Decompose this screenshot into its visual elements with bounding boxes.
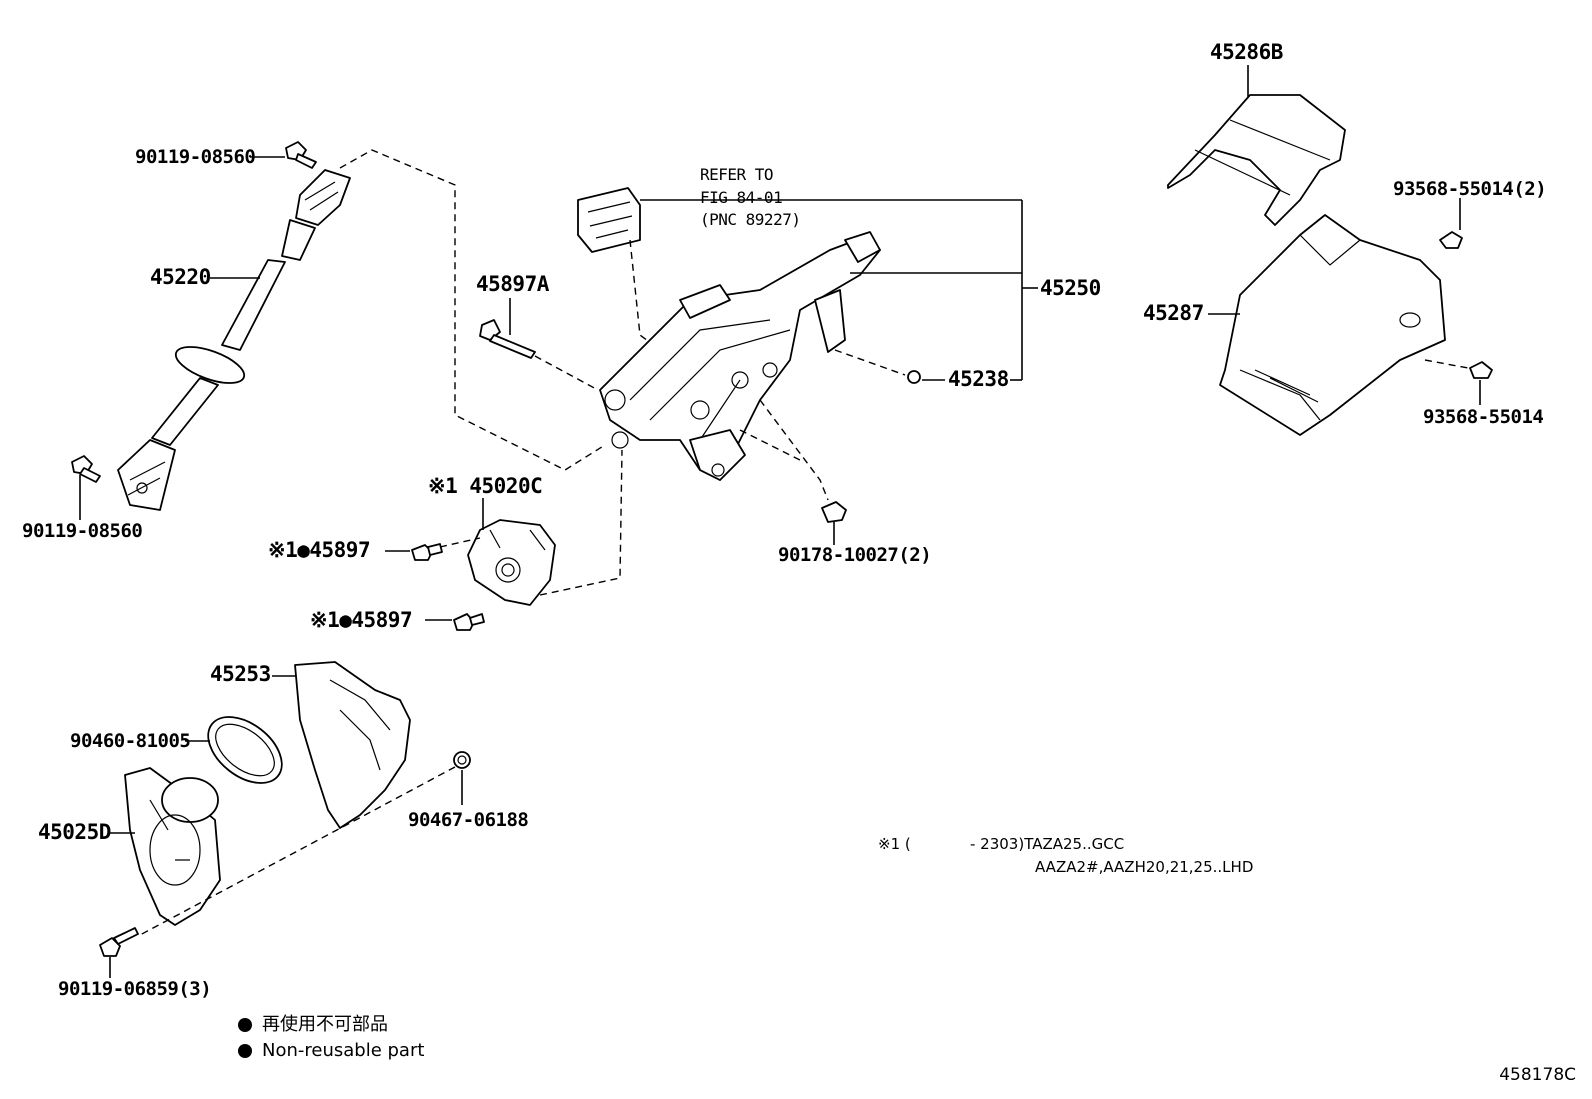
ring-90460-81005: [207, 716, 283, 784]
bolt-90119-08560-bottom: [71, 455, 101, 483]
label-90467: 90467-06188: [408, 809, 529, 831]
dashed-90178-b: [739, 429, 801, 461]
label-90119-08560-top: 90119-08560: [135, 146, 256, 168]
label-fig-84-01: FIG 84-01: [700, 188, 783, 207]
bolt-90119-06859: [99, 927, 139, 957]
label-90460: 90460-81005: [70, 730, 191, 752]
boot-45025d: [124, 767, 221, 926]
dashed-lock: [539, 449, 623, 596]
label-93568: 93568-55014: [1423, 406, 1544, 428]
dashed-shaft-to-column: [339, 149, 606, 471]
steering-lock-45020c: [467, 519, 556, 606]
label-90178: 90178-10027(2): [778, 544, 932, 566]
label-refer-to: REFER TO: [700, 165, 774, 184]
label-45253: 45253: [210, 662, 271, 686]
label-45897-upper: ※1●45897: [268, 538, 371, 562]
label-90119-08560-bottom: 90119-08560: [22, 520, 143, 542]
legend-en-text: Non-reusable part: [262, 1040, 425, 1061]
dashed-93568: [1424, 359, 1469, 369]
clip-90467-06188: [453, 751, 471, 769]
footnote-range: - 2303)TAZA25..GCC: [970, 835, 1125, 853]
filled-circle-icon: [238, 1018, 252, 1032]
bolt-45897-lower: [453, 613, 485, 631]
bolt-45897a: [479, 319, 536, 359]
legend-jp-text: 再使用不可部品: [262, 1014, 388, 1035]
cover-45253: [294, 661, 411, 829]
steering-column-45250: [599, 231, 881, 481]
label-45287: 45287: [1143, 301, 1204, 325]
label-90119-06859: 90119-06859(3): [58, 978, 212, 1000]
label-45020c: ※1 45020C: [428, 474, 543, 498]
dashed-45897a: [534, 355, 599, 391]
intermediate-shaft-45220: [117, 169, 351, 511]
legend-jp: 再使用不可部品: [238, 1016, 388, 1034]
nut-45238: [907, 370, 921, 384]
screw-93568-55014-2: [1439, 231, 1463, 249]
footnote-models: AAZA2#,AAZH20,21,25..LHD: [1035, 858, 1254, 876]
label-45238: 45238: [948, 367, 1009, 391]
dashed-45897-upper: [439, 537, 481, 548]
ecu-module: [577, 187, 641, 253]
dashed-45238: [834, 349, 906, 376]
upper-cover-45286b: [1167, 94, 1346, 226]
screw-93568-55014: [1469, 361, 1493, 379]
bolt-45897-upper: [411, 543, 443, 561]
label-45897-lower: ※1●45897: [310, 608, 413, 632]
figure-number: 458178C: [1499, 1065, 1576, 1085]
legend-en: Non-reusable part: [238, 1042, 424, 1060]
filled-circle-icon: [238, 1044, 252, 1058]
label-45220: 45220: [150, 265, 211, 289]
bolt-90119-08560-top: [285, 141, 317, 169]
label-45250: 45250: [1040, 276, 1101, 300]
label-pnc: (PNC 89227): [700, 210, 801, 229]
label-45897a: 45897A: [476, 272, 549, 296]
label-93568-2: 93568-55014(2): [1393, 178, 1547, 200]
footnote-mark: ※1 (: [878, 835, 911, 853]
dashed-90178-a: [759, 399, 829, 501]
lower-cover-45287: [1219, 214, 1446, 436]
label-45025d: 45025D: [38, 820, 111, 844]
label-45286b: 45286B: [1210, 40, 1283, 64]
nut-90178-10027: [821, 501, 847, 523]
